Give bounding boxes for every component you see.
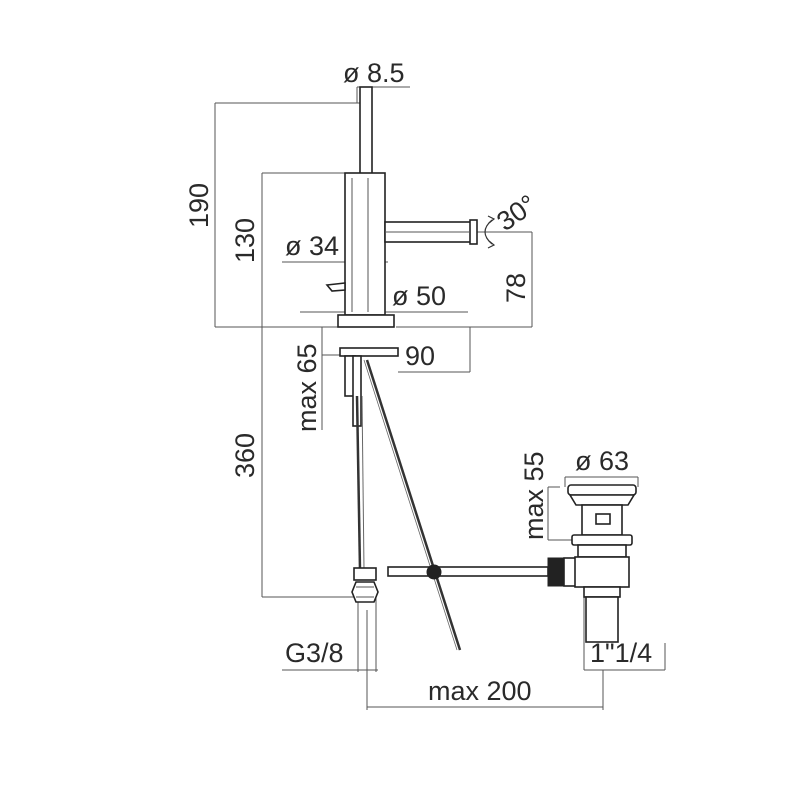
- lever: [325, 282, 346, 292]
- base-diameter-label: ø 50: [392, 281, 446, 311]
- spout-height-label: 78: [501, 273, 531, 303]
- max-deck-thickness-label: max 65: [292, 343, 322, 432]
- drain-cap: [567, 484, 637, 496]
- hose-length-label: 360: [230, 433, 260, 478]
- mixer-base: [337, 314, 395, 328]
- drain-max-thickness-label: max 55: [519, 451, 549, 540]
- waste-nut: [547, 557, 565, 587]
- drain-diameter-label: ø 63: [575, 446, 629, 476]
- swivel-angle-label: 30°: [491, 189, 542, 237]
- rod-diameter-label: ø 8.5: [343, 58, 405, 88]
- lift-rod: [359, 86, 373, 180]
- dimension-lines: [214, 86, 666, 710]
- drain: [567, 484, 637, 643]
- dimension-labels: ø 8.5 190 130 ø 34 ø 50 30° 78 90 max 65…: [184, 58, 652, 706]
- hose: [355, 395, 362, 571]
- hose-nut: [351, 581, 379, 603]
- flange: [339, 347, 399, 357]
- mixer-cylinder: [344, 172, 386, 316]
- body-height-label: 130: [230, 218, 260, 263]
- drain-tail: [585, 596, 619, 643]
- total-height-label: 190: [184, 183, 214, 228]
- hose-connection-label: G3/8: [285, 638, 344, 668]
- linkage-clamp: [426, 564, 442, 580]
- mixer-body: [325, 86, 478, 603]
- waste-linkage: [363, 359, 577, 651]
- flange-diameter-label: 90: [405, 341, 435, 371]
- horizontal-pull-rod: [387, 566, 549, 577]
- drain-thread-label: 1"1/4: [590, 638, 652, 668]
- max-distance-label: max 200: [428, 676, 532, 706]
- linkage-rod: [365, 359, 462, 651]
- body-diameter-label: ø 34: [285, 231, 339, 261]
- swivel-arrow-icon: [484, 215, 496, 249]
